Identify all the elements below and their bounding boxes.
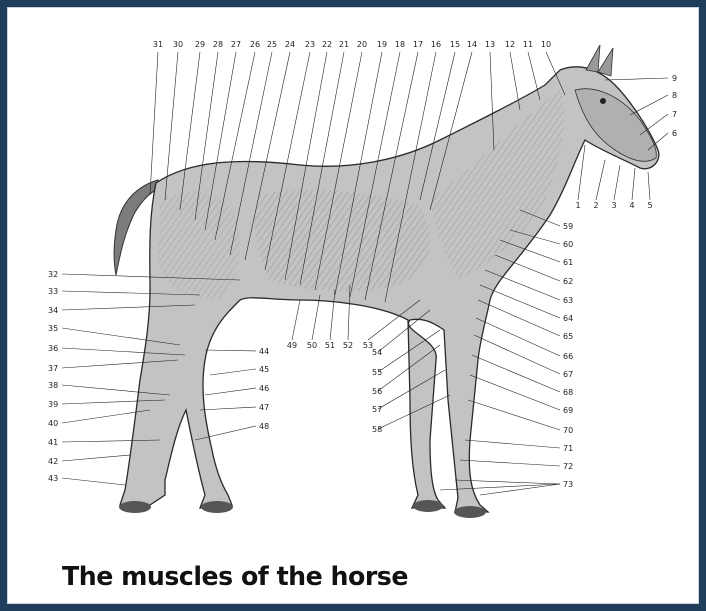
label: 4: [629, 201, 634, 210]
label: 50: [307, 341, 317, 350]
belly-labels: 49 50 51 52 53: [287, 341, 373, 350]
label: 23: [305, 40, 315, 49]
label: 69: [563, 406, 573, 415]
label: 46: [259, 384, 269, 393]
label: 44: [259, 347, 269, 356]
label: 29: [195, 40, 205, 49]
label: 21: [339, 40, 349, 49]
label: 32: [48, 270, 58, 279]
label: 56: [372, 387, 382, 396]
label: 51: [325, 341, 335, 350]
label: 59: [563, 222, 573, 231]
label: 5: [647, 201, 652, 210]
left-labels: 32 33 34 35 36 37 38 39 40 41 42 43: [48, 270, 58, 483]
eye-icon: [600, 98, 606, 104]
label: 17: [413, 40, 423, 49]
label: 31: [153, 40, 163, 49]
label: 63: [563, 296, 573, 305]
label: 54: [372, 348, 382, 357]
top-labels: 31 30 29 28 27 26 25 24 23 22 21 20 19 1…: [153, 40, 551, 49]
label: 34: [48, 306, 58, 315]
label: 22: [322, 40, 332, 49]
label: 1: [575, 201, 580, 210]
right-labels: 59 60 61 62 63 64 65 66 67 68 69 70 71 7…: [563, 222, 573, 489]
label: 62: [563, 277, 573, 286]
label: 41: [48, 438, 58, 447]
label: 35: [48, 324, 58, 333]
label: 47: [259, 403, 269, 412]
label: 61: [563, 258, 573, 267]
label: 37: [48, 364, 58, 373]
label: 9: [672, 74, 677, 83]
label: 57: [372, 405, 382, 414]
label: 43: [48, 474, 58, 483]
hind-mid-labels: 44 45 46 47 48: [259, 347, 269, 431]
label: 28: [213, 40, 223, 49]
label: 65: [563, 332, 573, 341]
label: 39: [48, 400, 58, 409]
label: 70: [563, 426, 573, 435]
label: 3: [611, 201, 616, 210]
label: 68: [563, 388, 573, 397]
label: 67: [563, 370, 573, 379]
label: 45: [259, 365, 269, 374]
label: 48: [259, 422, 269, 431]
label: 24: [285, 40, 295, 49]
label: 66: [563, 352, 573, 361]
label: 19: [377, 40, 387, 49]
label: 30: [173, 40, 183, 49]
label: 25: [267, 40, 277, 49]
label: 12: [505, 40, 515, 49]
label: 18: [395, 40, 405, 49]
label: 15: [450, 40, 460, 49]
label: 42: [48, 457, 58, 466]
label: 13: [485, 40, 495, 49]
label: 6: [672, 129, 677, 138]
label: 64: [563, 314, 573, 323]
label: 49: [287, 341, 297, 350]
label: 72: [563, 462, 573, 471]
label: 14: [467, 40, 477, 49]
fore-mid-labels: 54 55 56 57 58: [372, 348, 382, 434]
label: 52: [343, 341, 353, 350]
label: 27: [231, 40, 241, 49]
label: 7: [672, 110, 677, 119]
label: 20: [357, 40, 367, 49]
label: 73: [563, 480, 573, 489]
label: 71: [563, 444, 573, 453]
label: 10: [541, 40, 551, 49]
label: 33: [48, 287, 58, 296]
head-bottom-labels: 1 2 3 4 5: [575, 201, 652, 210]
label: 38: [48, 381, 58, 390]
label: 26: [250, 40, 260, 49]
label: 36: [48, 344, 58, 353]
label: 11: [523, 40, 533, 49]
horse-figure: [114, 45, 659, 518]
label: 8: [672, 91, 677, 100]
figure-caption: The muscles of the horse: [62, 562, 408, 592]
label: 40: [48, 419, 58, 428]
label: 16: [431, 40, 441, 49]
label: 58: [372, 425, 382, 434]
label: 2: [593, 201, 598, 210]
label: 60: [563, 240, 573, 249]
label: 55: [372, 368, 382, 377]
head-right-labels: 9 8 7 6: [672, 74, 677, 138]
